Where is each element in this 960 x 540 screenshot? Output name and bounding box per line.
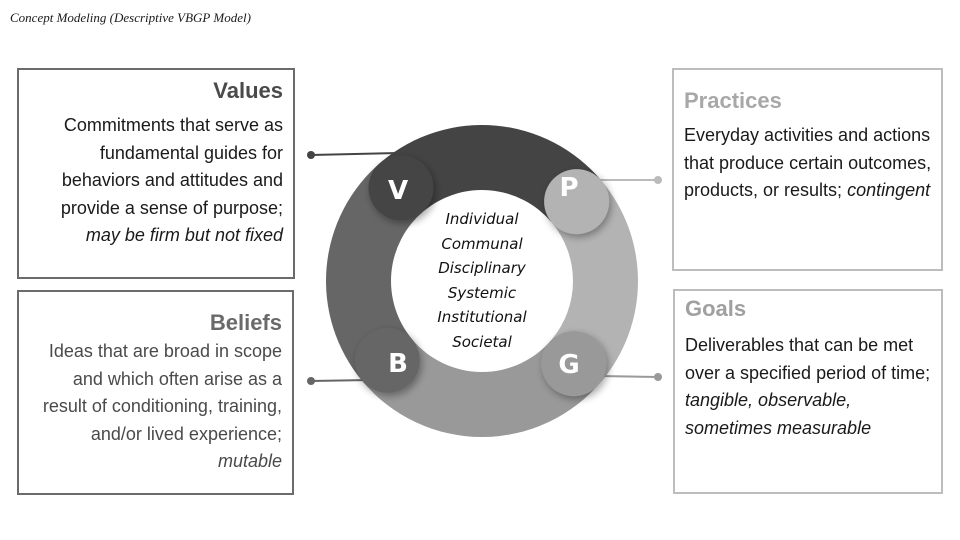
practices-heading: Practices [684,88,782,113]
level-systemic: Systemic [447,283,517,302]
beliefs-heading: Beliefs [209,310,282,335]
practices-description: Everyday activities and actions that pro… [684,122,933,205]
goals-description: Deliverables that can be met over a spec… [685,332,933,442]
connector-dot-practices [654,176,662,184]
values-box: Values Commitments that serve as fundame… [17,68,295,279]
connector-dot-beliefs [307,377,315,385]
practices-qualifier: contingent [847,180,931,200]
beliefs-qualifier: mutable [217,451,282,471]
node-values [368,155,434,221]
values-description: Commitments that serve as fundamental gu… [27,112,283,250]
values-heading: Values [213,78,283,103]
node-letter-goals: G [558,350,580,380]
connector-goals [599,375,659,378]
node-practices [544,169,610,235]
node-goals [541,331,607,397]
beliefs-text: Ideas that are broad in scope and which … [42,341,282,444]
practices-text: Everyday activities and actions that pro… [684,125,932,200]
values-qualifier: may be firm but not fixed [85,225,283,245]
level-communal: Communal [441,234,523,253]
goals-qualifier: tangible, observable, sometimes measurab… [685,390,872,438]
node-letter-values: V [387,176,409,206]
connector-beliefs [310,379,371,382]
level-institutional: Institutional [437,308,527,326]
node-letter-beliefs: B [388,349,408,379]
node-beliefs [354,327,420,393]
connector-dot-values [307,151,315,159]
slide-title: Concept Modeling (Descriptive VBGP Model… [10,10,251,25]
goals-heading: Goals [685,296,747,321]
goals-text: Deliverables that can be met over a spec… [685,335,931,383]
values-text: Commitments that serve as fundamental gu… [60,115,283,218]
level-individual: Individual [445,210,519,228]
practices-box: Practices Everyday activities and action… [672,68,943,271]
level-disciplinary: Disciplinary [438,259,526,277]
goals-box: Goals Deliverables that can be met over … [673,289,943,494]
beliefs-description: Ideas that are broad in scope and which … [27,338,282,476]
connector-values [310,152,401,156]
center-levels: Individual Communal Disciplinary Systemi… [412,207,552,354]
level-societal: Societal [452,332,512,351]
beliefs-box: Beliefs Ideas that are broad in scope an… [17,290,294,495]
node-letter-practices: P [559,173,579,203]
connector-dot-goals [654,373,662,381]
